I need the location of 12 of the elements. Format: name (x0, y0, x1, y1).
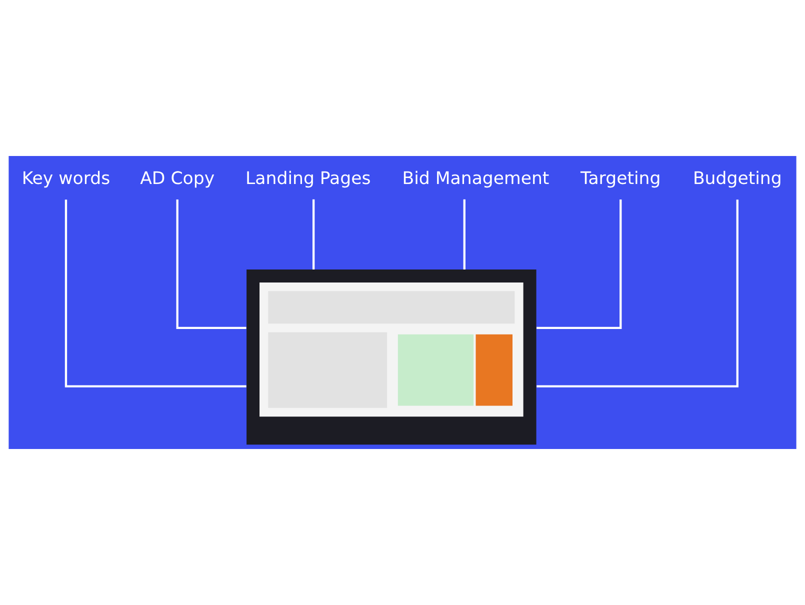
connector (176, 199, 246, 329)
connector (463, 199, 466, 270)
node-text: Landing Pages (246, 168, 371, 189)
node-text: Bid Management (402, 168, 550, 189)
node-text: Budgeting (692, 168, 782, 189)
connector (312, 199, 315, 270)
connector (64, 200, 246, 388)
node-text: Key words (22, 168, 110, 189)
connector (536, 200, 738, 388)
connector (536, 199, 622, 329)
node-text: Targeting (580, 168, 661, 189)
node-text: AD Copy (140, 168, 215, 189)
